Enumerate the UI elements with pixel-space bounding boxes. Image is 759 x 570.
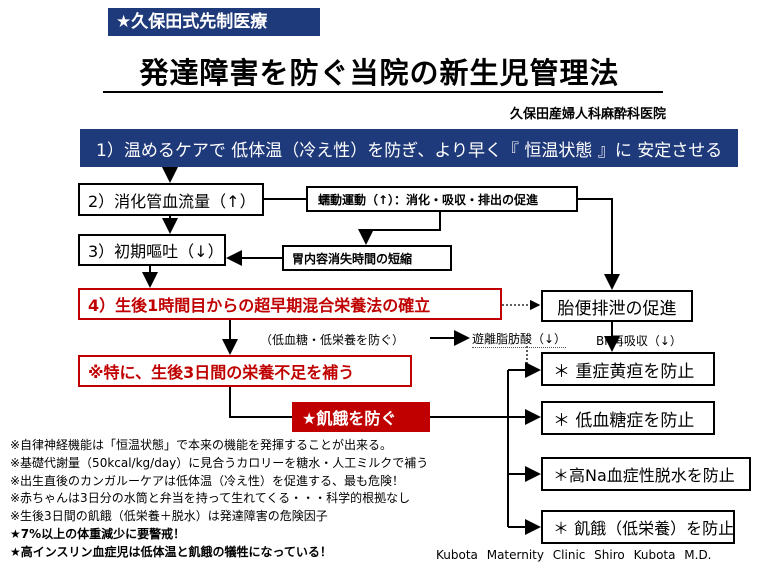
arrow-peri-to-gastric [358, 212, 441, 245]
notes-list: ※自律神経機能は「恒温状態」で本来の機能を発揮することが出来る。 ※基礎代謝量（… [10, 437, 510, 562]
peristalsis-box: 蠕動運動（↑）：消化・吸収・排出の促進 [306, 186, 578, 212]
special-box: ※特に、生後3日間の栄養不足を補う [78, 355, 412, 387]
bn-note: Bn再吸収（↓） [596, 334, 682, 348]
hunger-box: ★飢餓を防ぐ [292, 402, 430, 432]
step4-box: 4）生後1時間目からの超早期混合栄養法の確立 [78, 288, 502, 320]
outcome-jaundice: ＊ 重症黄疸を防止 [541, 352, 715, 386]
outcome-dehydration: ＊高Na血症性脱水を防止 [541, 457, 751, 491]
step2-box: 2）消化管血流量（↑） [78, 183, 264, 216]
step3-box: 3）初期嘔吐（↓） [78, 234, 226, 266]
line-special-to-hunger [229, 387, 292, 418]
note-item: ※生後3日間の飢餓（低栄養＋脱水）は発達障害の危険因子 [10, 509, 328, 524]
page-title: 発達障害を防ぐ当院の新生児管理法 [139, 56, 620, 90]
arrow-peristalsis-to-meconium [578, 198, 620, 290]
outcome-hypoglycemia: ＊ 低血糖症を防止 [541, 401, 715, 435]
meconium-box: 胎便排泄の促進 [541, 290, 693, 322]
step1-box: 1）温めるケアで 低体温（冷え性）を防ぎ、より早く『 恒温状態 』に 安定させる [80, 129, 738, 167]
note-item: ※自律神経機能は「恒温状態」で本来の機能を発揮することが出来る。 [10, 438, 393, 452]
header-tag: ★久保田式先制医療 [108, 8, 320, 36]
gastric-box: 胃内容消失時間の短縮 [282, 245, 452, 271]
note-item: ※出生直後のカンガルーケアは低体温（冷え性）を促進する、最も危険！ [10, 473, 405, 488]
outcome-starvation: ＊ 飢餓（低栄養）を防止 [541, 510, 735, 544]
title-underline [103, 91, 663, 93]
prevent-low-note: （低血糖・低栄養を防ぐ） [260, 333, 405, 347]
note-item: ※基礎代謝量（50kcal/kg/day）に見合うカロリーを糖水・人工ミルクで補… [10, 455, 429, 470]
ffa-note: 遊離脂肪酸（↓） [472, 332, 567, 348]
credit-line: Kubota Maternity Clinic Shiro Kubota M.D… [436, 548, 712, 562]
note-item-warning: ★高インスリン血症児は低体温と飢餓の犠牲になっている！ [10, 544, 332, 559]
note-item-warning: ★7%以上の体重減少に要警戒！ [10, 526, 186, 541]
clinic-name: 久保田産婦人科麻酔科医院 [510, 107, 667, 122]
note-item: ※赤ちゃんは3日分の水筒と弁当を持って生れてくる・・・科学的根拠なし [10, 491, 411, 506]
